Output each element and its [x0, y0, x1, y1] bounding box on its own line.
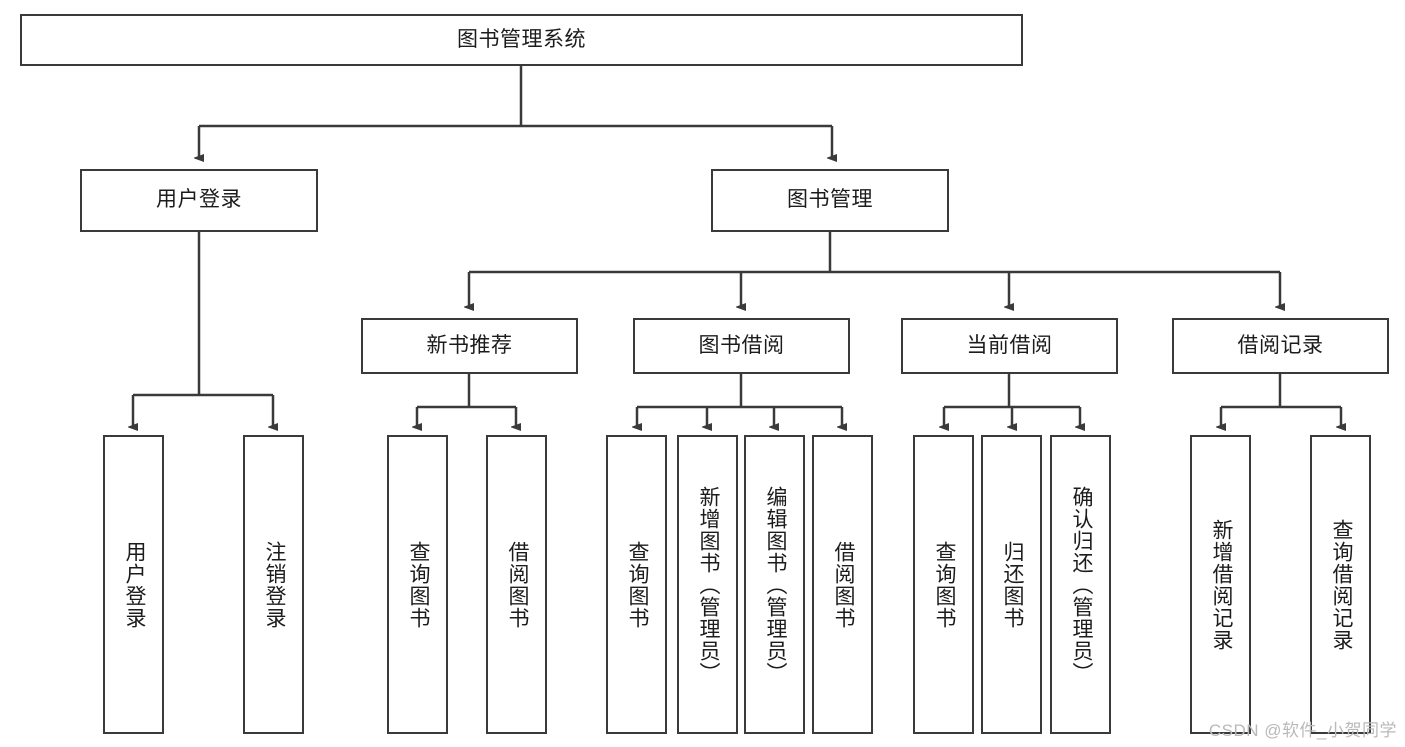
node-label: 查询图书	[406, 540, 430, 629]
node-label: 查询借阅记录	[1329, 518, 1353, 651]
node-label: 新增借阅记录	[1209, 518, 1233, 651]
node-book-borrow[interactable]: 图书借阅	[633, 318, 850, 374]
leaf-current-return-book[interactable]: 归还图书	[981, 435, 1042, 734]
node-label: 新增图书（管理员）	[696, 485, 720, 684]
leaf-current-confirm-return-admin[interactable]: 确认归还（管理员）	[1050, 435, 1111, 734]
node-label: 图书借阅	[698, 333, 785, 357]
leaf-recommend-borrow-book[interactable]: 借阅图书	[486, 435, 547, 734]
leaf-borrow-add-book-admin[interactable]: 新增图书（管理员）	[677, 435, 738, 734]
node-label: 用户登录	[122, 540, 146, 629]
node-new-book-recommend[interactable]: 新书推荐	[361, 318, 578, 374]
leaf-current-query-book[interactable]: 查询图书	[913, 435, 974, 734]
node-label: 注销登录	[262, 540, 286, 629]
node-user-login[interactable]: 用户登录	[80, 169, 318, 232]
node-label: 借阅记录	[1237, 333, 1324, 357]
leaf-user-login-signout[interactable]: 注销登录	[243, 435, 304, 734]
node-label: 新书推荐	[426, 333, 513, 357]
node-root-system[interactable]: 图书管理系统	[20, 14, 1023, 66]
leaf-borrow-query-book[interactable]: 查询图书	[606, 435, 667, 734]
node-label: 编辑图书（管理员）	[763, 485, 787, 684]
leaf-record-add-record[interactable]: 新增借阅记录	[1190, 435, 1251, 734]
node-label: 确认归还（管理员）	[1069, 485, 1093, 684]
leaf-recommend-query-book[interactable]: 查询图书	[387, 435, 448, 734]
node-current-borrow[interactable]: 当前借阅	[901, 318, 1118, 374]
node-label: 借阅图书	[505, 540, 529, 629]
node-label: 当前借阅	[966, 333, 1053, 357]
node-label: 借阅图书	[831, 540, 855, 629]
node-label: 图书管理	[787, 188, 873, 212]
leaf-record-query-record[interactable]: 查询借阅记录	[1310, 435, 1371, 734]
node-borrow-record[interactable]: 借阅记录	[1172, 318, 1389, 374]
node-label: 图书管理系统	[457, 27, 586, 51]
watermark-text: CSDN @软件_小贺同学	[1208, 721, 1397, 740]
node-label: 查询图书	[625, 540, 649, 629]
node-book-management[interactable]: 图书管理	[711, 169, 949, 232]
node-label: 查询图书	[932, 540, 956, 629]
leaf-borrow-borrow-book[interactable]: 借阅图书	[812, 435, 873, 734]
node-label: 用户登录	[156, 188, 242, 212]
node-label: 归还图书	[1000, 540, 1024, 629]
leaf-user-login-signin[interactable]: 用户登录	[103, 435, 164, 734]
leaf-borrow-edit-book-admin[interactable]: 编辑图书（管理员）	[744, 435, 805, 734]
